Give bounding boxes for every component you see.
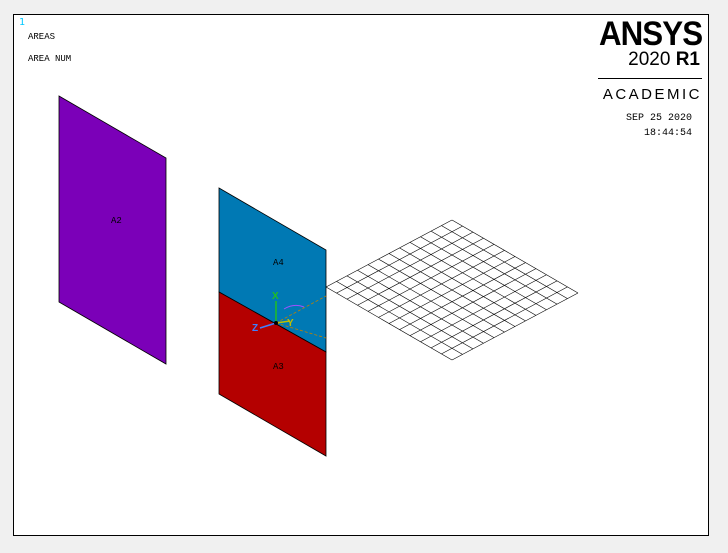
area-a2: A2 <box>58 95 167 365</box>
area-a2-face <box>58 95 167 365</box>
working-plane-x <box>275 295 327 324</box>
triad-y-axis <box>275 320 291 324</box>
area-a2-label: A2 <box>111 216 122 226</box>
mesh-grid <box>325 219 579 361</box>
area-a3-label: A3 <box>273 362 284 372</box>
timestamp-time: 18:44:54 <box>643 128 692 139</box>
plot-title: AREAS <box>28 32 56 42</box>
ansys-logo: ANSYS <box>598 15 703 53</box>
edition-label: ACADEMIC <box>602 86 702 103</box>
working-plane-arc-icon <box>283 304 305 310</box>
area-a3: A3 <box>218 291 327 457</box>
window-number: 1 <box>19 17 26 28</box>
version-label: 2020 R1 <box>628 49 700 71</box>
area-a4-label: A4 <box>273 258 284 268</box>
triad-y-label: Y <box>287 318 294 329</box>
triad-z-label: Z <box>252 323 258 334</box>
global-triad: X Z Y <box>252 291 327 339</box>
graphics-window[interactable]: A2 A4 A3 X Z Y 1 AREAS AREA NUM ANSYS 20… <box>13 14 709 536</box>
triad-z-axis <box>259 322 277 329</box>
triad-x-label: X <box>272 291 279 302</box>
logo-divider <box>598 78 702 79</box>
mesh-line <box>441 225 568 299</box>
mesh-line <box>430 280 558 349</box>
timestamp-date: SEP 25 2020 <box>625 113 692 124</box>
version-year: 2020 <box>628 49 671 70</box>
version-release: R1 <box>675 49 700 70</box>
plot-subtitle: AREA NUM <box>28 54 72 64</box>
model-view[interactable]: A2 A4 A3 X Z Y <box>14 15 710 537</box>
area-a3-face <box>218 291 327 457</box>
triad-origin <box>274 321 278 325</box>
mesh-line <box>451 292 579 361</box>
working-plane-y <box>275 322 327 339</box>
mesh-line <box>451 219 579 294</box>
mesh-line <box>441 286 568 355</box>
